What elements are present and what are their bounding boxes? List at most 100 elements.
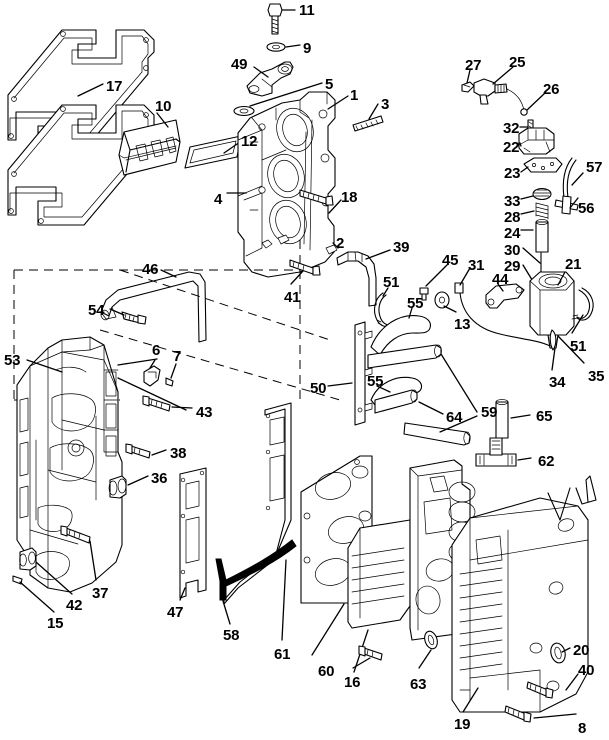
screw-37 xyxy=(60,525,91,544)
fitting-27 xyxy=(461,81,475,93)
callout-6: 6 xyxy=(152,342,161,359)
callout-51: 51 xyxy=(383,274,400,291)
callout-45: 45 xyxy=(442,252,459,269)
bracket-44 xyxy=(485,283,525,309)
callout-57: 57 xyxy=(586,159,603,176)
spring-28 xyxy=(535,202,549,220)
callout-55: 55 xyxy=(407,295,424,312)
tube-64 xyxy=(374,389,418,414)
screw-45 xyxy=(419,287,429,301)
clamp-56 xyxy=(554,195,579,215)
callout-1: 1 xyxy=(350,87,359,104)
screw-7 xyxy=(165,377,174,387)
washer-5 xyxy=(233,105,255,117)
callout-8: 8 xyxy=(578,720,587,737)
callout-2: 2 xyxy=(336,235,345,252)
callout-54: 54 xyxy=(88,302,105,319)
callout-50: 50 xyxy=(310,380,327,397)
callout-34: 34 xyxy=(549,374,566,391)
callout-59: 59 xyxy=(481,404,498,421)
callout-44: 44 xyxy=(492,271,509,288)
hose-55-a xyxy=(370,315,431,356)
screw-8-a xyxy=(526,681,554,699)
callout-63: 63 xyxy=(410,676,427,693)
float-24 xyxy=(535,219,549,253)
callout-51: 51 xyxy=(570,338,587,355)
callout-18: 18 xyxy=(341,189,358,206)
callout-64: 64 xyxy=(446,409,463,426)
callout-58: 58 xyxy=(223,627,240,644)
screw-18 xyxy=(299,189,334,206)
gasket-23 xyxy=(523,157,563,173)
bracket-53 xyxy=(16,336,123,593)
callout-36: 36 xyxy=(151,470,168,487)
callout-42: 42 xyxy=(66,597,83,614)
carburetor-assembly xyxy=(237,91,336,278)
reed-plate-10 xyxy=(118,119,181,176)
screw-43 xyxy=(142,395,171,412)
callout-38: 38 xyxy=(170,445,187,462)
callout-56: 56 xyxy=(578,200,595,217)
callout-13: 13 xyxy=(454,316,471,333)
fitting-2 xyxy=(325,244,338,255)
plate-47 xyxy=(179,467,207,599)
callout-15: 15 xyxy=(47,615,64,632)
callout-10: 10 xyxy=(155,98,172,115)
pin-3 xyxy=(352,115,384,132)
callout-5: 5 xyxy=(325,76,334,93)
callout-31: 31 xyxy=(468,257,485,274)
cap-33 xyxy=(532,187,552,201)
callout-9: 9 xyxy=(303,40,312,57)
callout-30: 30 xyxy=(504,242,521,259)
gasket-group-17 xyxy=(7,29,155,226)
bolt-11 xyxy=(267,3,283,35)
callout-47: 47 xyxy=(167,604,184,621)
callout-23: 23 xyxy=(504,165,521,182)
callout-28: 28 xyxy=(504,209,521,226)
bracket-49 xyxy=(246,61,294,97)
callout-39: 39 xyxy=(393,239,410,256)
plate-61 xyxy=(223,402,292,605)
callout-43: 43 xyxy=(196,404,213,421)
callout-62: 62 xyxy=(538,453,555,470)
fitting-54 xyxy=(121,311,147,325)
callout-37: 37 xyxy=(92,585,109,602)
callout-12: 12 xyxy=(241,133,258,150)
callout-35: 35 xyxy=(588,368,605,385)
valve-25 xyxy=(473,78,508,105)
grommet-13 xyxy=(434,291,450,309)
callout-49: 49 xyxy=(231,56,248,73)
callout-21: 21 xyxy=(565,256,582,273)
tube-59-lower xyxy=(403,422,471,446)
callout-32: 32 xyxy=(503,120,520,137)
screw-8-b xyxy=(504,705,532,723)
hose-26 xyxy=(506,88,528,116)
grommet-42 xyxy=(19,547,37,571)
callout-27: 27 xyxy=(465,57,482,74)
hose-46 xyxy=(100,271,207,343)
wire-lead-31 xyxy=(454,282,551,347)
screw-41 xyxy=(289,259,321,276)
callout-16: 16 xyxy=(344,674,361,691)
callout-40: 40 xyxy=(578,662,595,679)
grommet-63 xyxy=(424,630,438,650)
sleeve-65 xyxy=(495,399,509,439)
seal-58 xyxy=(215,539,297,601)
callout-3: 3 xyxy=(381,96,390,113)
tee-fitting-62 xyxy=(475,437,517,467)
callout-53: 53 xyxy=(4,352,21,369)
callout-41: 41 xyxy=(284,289,301,306)
solenoid-21 xyxy=(529,271,575,349)
clip-34 xyxy=(549,329,557,351)
pump-body-22 xyxy=(518,127,555,155)
callout-19: 19 xyxy=(454,716,471,733)
callout-20: 20 xyxy=(573,642,590,659)
callout-24: 24 xyxy=(504,225,521,242)
callout-33: 33 xyxy=(504,193,521,210)
callout-4: 4 xyxy=(214,191,223,208)
gasket-plate-12 xyxy=(184,135,242,169)
fuel-rail-50 xyxy=(354,321,373,426)
callout-7: 7 xyxy=(173,348,182,365)
callout-11: 11 xyxy=(299,2,315,19)
